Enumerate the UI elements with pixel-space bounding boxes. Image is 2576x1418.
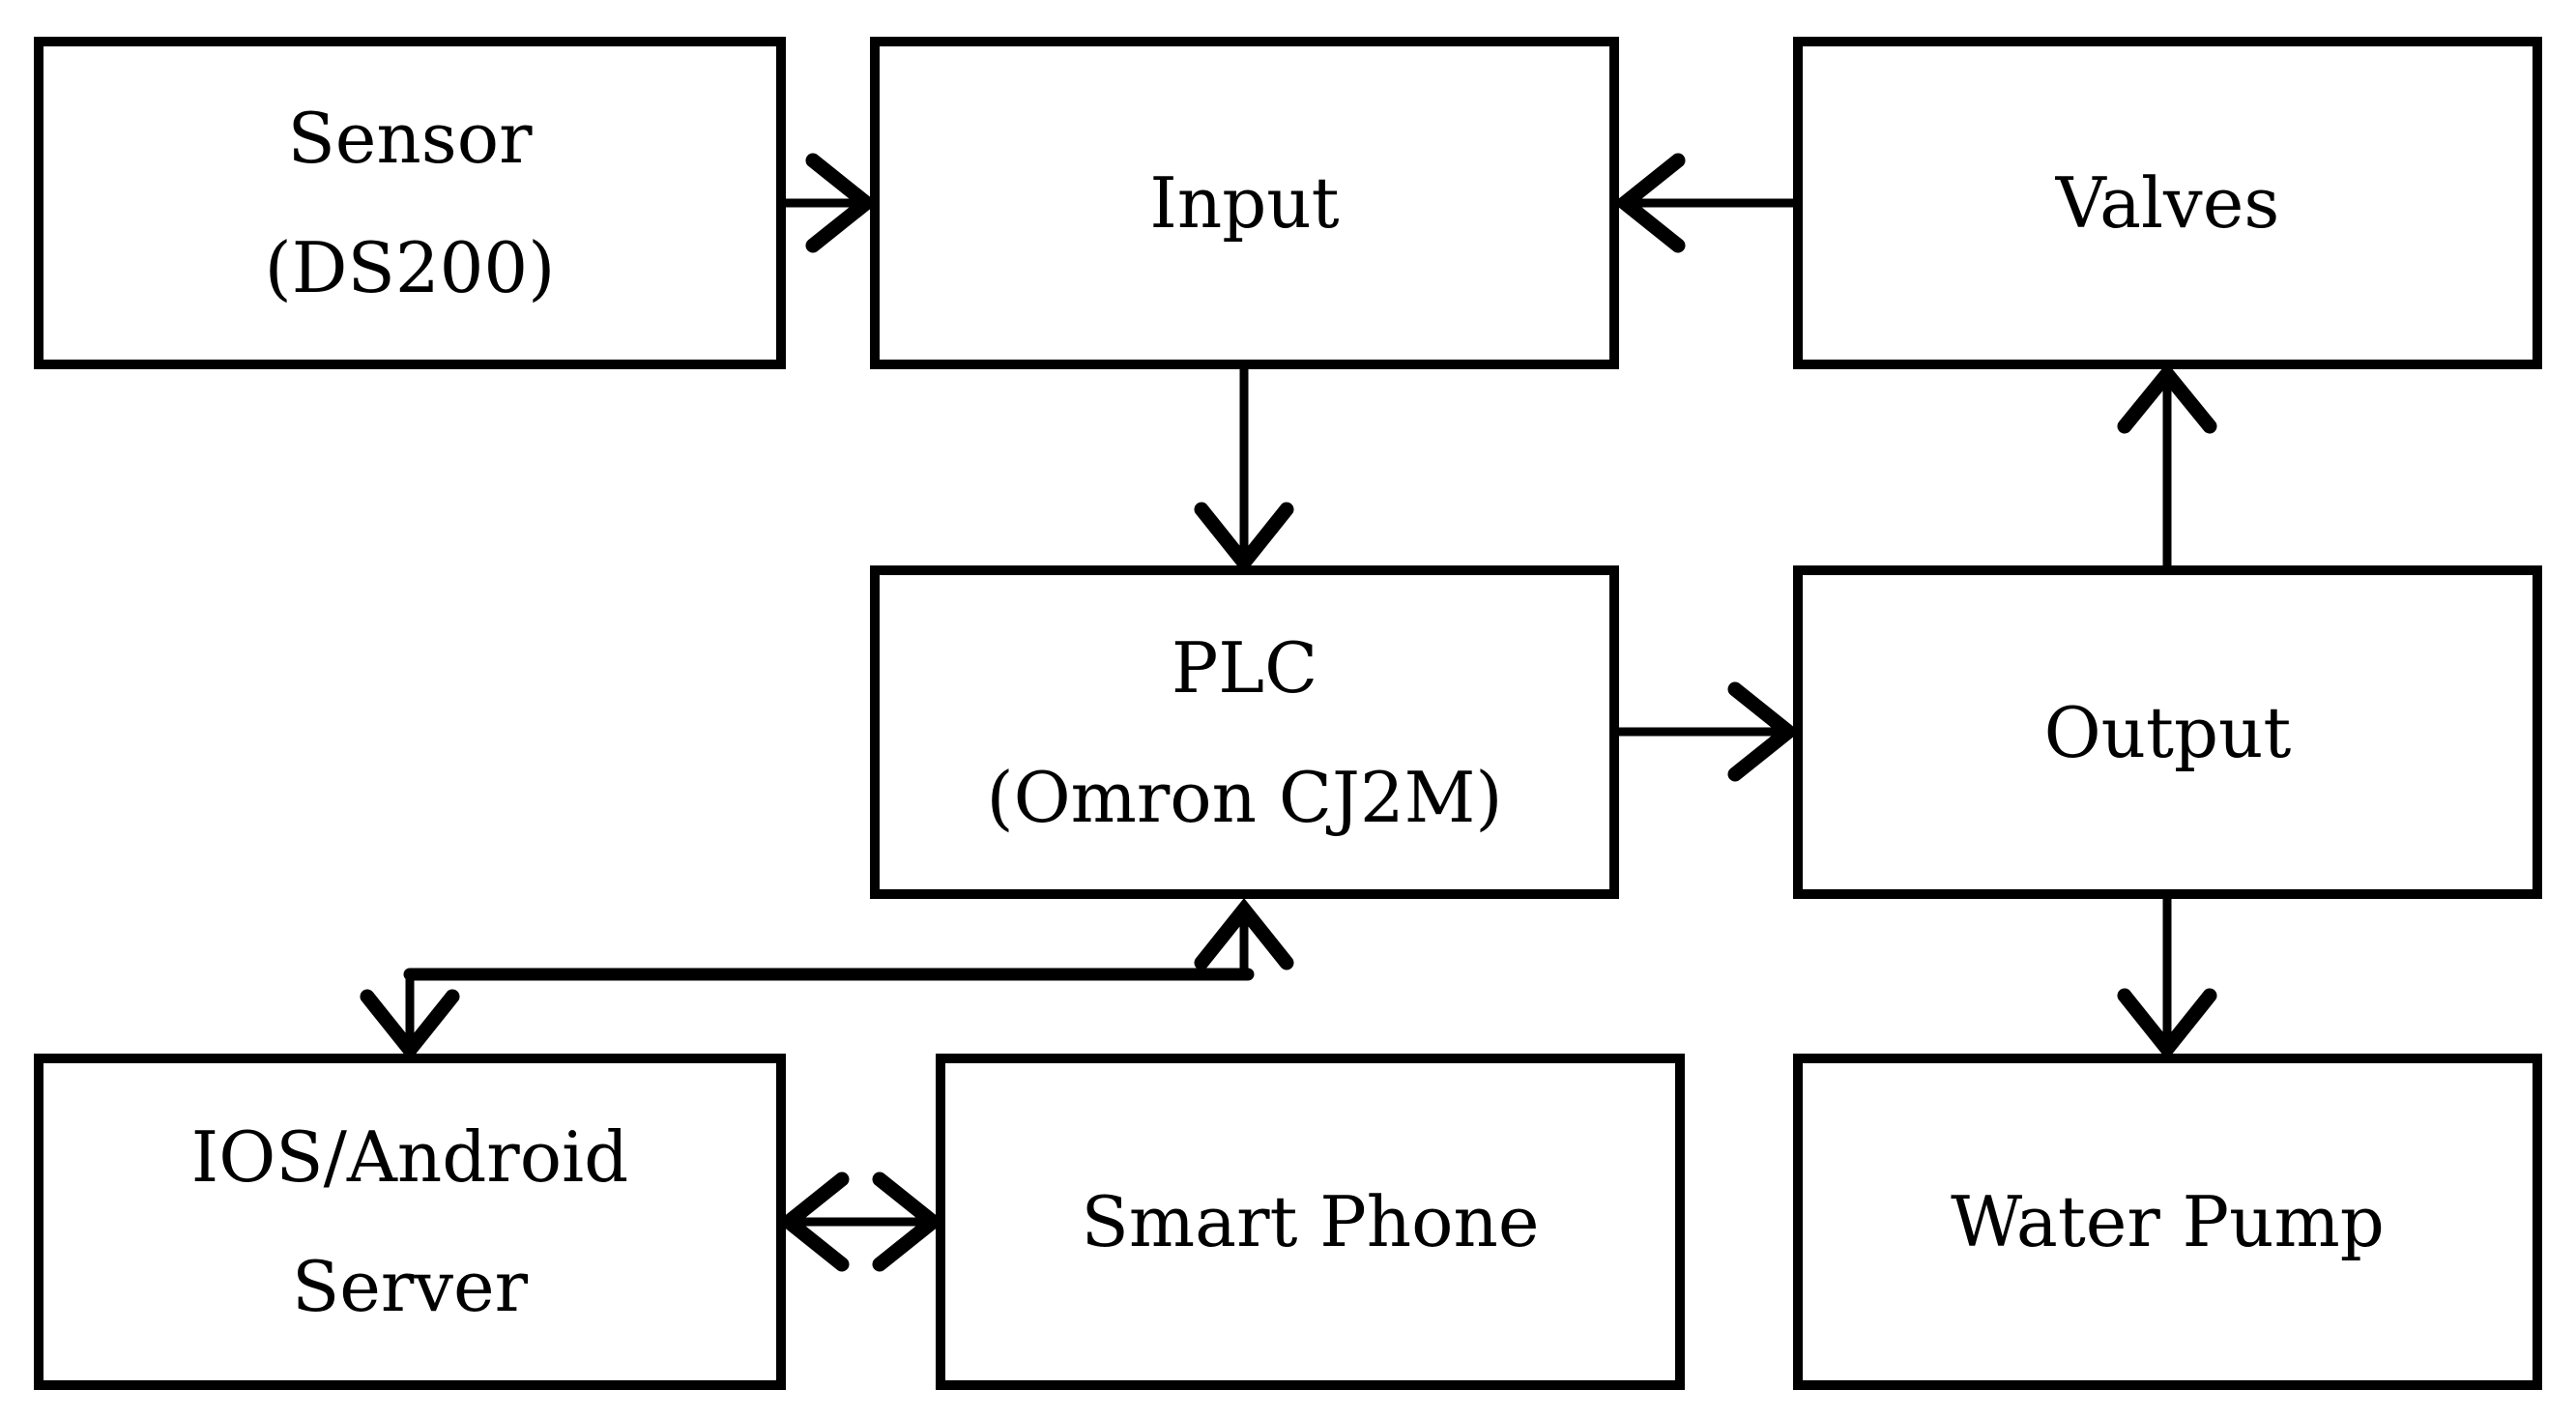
box-plc: PLC (Omron CJ2M) bbox=[870, 565, 1619, 899]
arrow-server-to-smartphone bbox=[776, 1172, 945, 1272]
arrowhead-right-icon bbox=[1727, 681, 1801, 782]
arrowhead-down-icon bbox=[1194, 502, 1294, 575]
arrowhead-down-icon bbox=[2117, 988, 2217, 1061]
box-valves: Valves bbox=[1793, 37, 2542, 369]
box-server-label-line1: IOS/Android bbox=[190, 1116, 629, 1198]
arrow-sensor-to-input bbox=[781, 153, 879, 253]
box-plc-label-line1: PLC bbox=[1171, 626, 1318, 709]
arrow-input-to-plc bbox=[1194, 364, 1294, 575]
box-valves-label: Valves bbox=[2055, 162, 2280, 244]
arrowhead-left-icon bbox=[776, 1172, 850, 1272]
box-input: Input bbox=[870, 37, 1619, 369]
box-water-pump: Water Pump bbox=[1793, 1054, 2542, 1390]
box-sensor-label-line1: Sensor bbox=[287, 98, 533, 179]
arrow-output-to-waterpump bbox=[2117, 894, 2217, 1061]
box-water-pump-label: Water Pump bbox=[1951, 1181, 2385, 1262]
box-ios-android-server: IOS/Android Server bbox=[34, 1054, 786, 1390]
arrow-plc-to-output bbox=[1614, 681, 1801, 782]
arrow-valves-to-input bbox=[1612, 153, 1798, 253]
arrowhead-right-icon bbox=[872, 1172, 945, 1272]
arrowhead-left-icon bbox=[1612, 153, 1686, 253]
box-smart-phone: Smart Phone bbox=[936, 1054, 1685, 1390]
arrowhead-right-icon bbox=[805, 153, 879, 253]
box-server-label-line2: Server bbox=[291, 1246, 529, 1327]
box-input-label: Input bbox=[1149, 162, 1340, 244]
box-output: Output bbox=[1793, 565, 2542, 899]
box-plc-label-line2: (Omron CJ2M) bbox=[986, 756, 1503, 838]
connector-plc-to-server bbox=[360, 897, 1294, 1062]
arrow-output-to-valves bbox=[2117, 362, 2217, 570]
arrowhead-down-icon bbox=[360, 989, 460, 1062]
box-smart-phone-label: Smart Phone bbox=[1081, 1181, 1540, 1262]
box-sensor: Sensor (DS200) bbox=[34, 37, 786, 369]
arrowhead-up-icon bbox=[1194, 897, 1294, 970]
box-sensor-label-line2: (DS200) bbox=[264, 227, 556, 308]
box-output-label: Output bbox=[2043, 691, 2292, 773]
arrowhead-up-icon bbox=[2117, 362, 2217, 434]
